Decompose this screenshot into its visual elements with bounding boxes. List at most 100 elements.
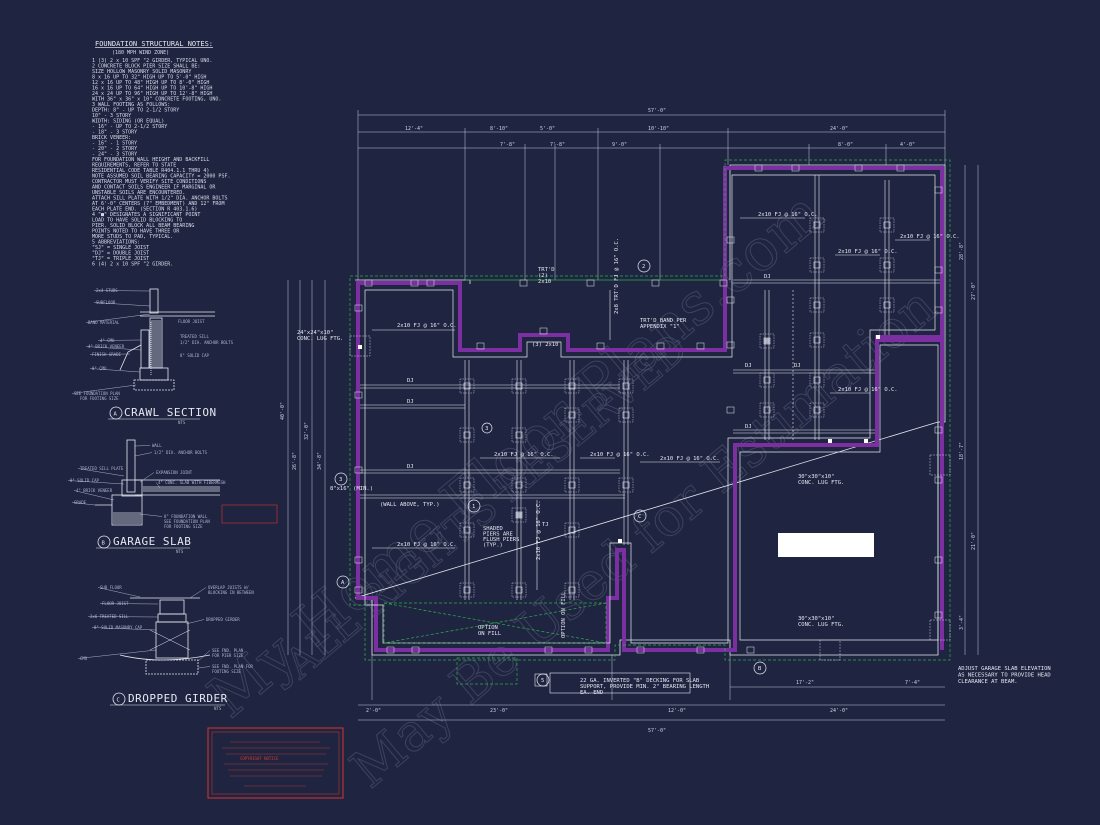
- pier-footing: [511, 507, 527, 523]
- wall-pier: [726, 341, 735, 349]
- pier-footing: [809, 297, 825, 313]
- section-marker: [633, 509, 647, 523]
- note-line: 10" - 3 STORY: [92, 113, 131, 119]
- wall-pier: [354, 304, 363, 312]
- floor-joist-label-7: 2x10 FJ @ 16" O.C.: [838, 249, 898, 255]
- note-line: 1 (3) 2 x 10 SPF "2 GIRDER, TYPICAL UNO.: [92, 58, 212, 64]
- right-dimension: 28'-8": [959, 242, 965, 260]
- left-dimension: 34'-8": [317, 452, 323, 470]
- dj-label-2: DJ: [407, 399, 414, 405]
- wall-pier: [726, 236, 735, 244]
- pier-marker-label: 3: [485, 426, 488, 432]
- floor-joist-label-9: 2x10 FJ @ 16" O.C.: [838, 387, 898, 393]
- pier: [463, 481, 471, 489]
- top-dimension: 24'-0": [830, 126, 848, 132]
- wall-pier: [636, 646, 645, 654]
- bottom-dimension: 12'-0": [668, 708, 686, 714]
- pier-footing: [564, 477, 580, 493]
- wall-pier: [696, 646, 705, 654]
- crawl-detail-label: FLOOR JOIST: [178, 319, 205, 324]
- pier: [813, 221, 821, 229]
- bottom-dimension: 57'-0": [648, 728, 666, 734]
- pier: [515, 586, 523, 594]
- point-load-marker: [864, 439, 868, 443]
- wall-pier: [651, 279, 660, 287]
- note-line: RESIDENTIAL CODE TABLE R404.1.1 THRU 4): [92, 168, 209, 174]
- dj-label-5: DJ: [745, 363, 752, 369]
- flush-pier: [764, 338, 770, 344]
- garage-detail-label: FOR FOOTING SIZE: [164, 524, 203, 529]
- girder-detail-label: FOOTING SIZE: [212, 669, 241, 674]
- floor-joist-label-5: 2x10 FJ @ 16" O.C.: [660, 456, 720, 462]
- green-outline: [349, 159, 951, 685]
- wall-pier: [354, 466, 363, 474]
- pier: [883, 261, 891, 269]
- floor-joist-label-6: 2x10 FJ @ 16" O.C.: [758, 212, 818, 218]
- lug-footing: [929, 619, 951, 641]
- note-line: - 20" - 2 STORY: [92, 146, 137, 152]
- dj-label-7: DJ: [745, 424, 752, 430]
- wall-pier: [364, 279, 373, 287]
- lug-footing: [819, 639, 841, 661]
- girder-detail-label: OVERLAP JOISTS W/: [208, 585, 250, 590]
- pier: [568, 526, 576, 534]
- section-marker-label: 2: [642, 264, 645, 270]
- note-line: REQUIREMENTS, REFER TO STATE: [92, 163, 176, 169]
- section-marker-label: B: [758, 666, 762, 672]
- note-line: 5 ABBREVIATIONS:: [92, 240, 140, 246]
- garage-detail-label: GRADE: [74, 500, 87, 505]
- bottom-dimension: 7'-4": [905, 680, 920, 686]
- floor-joist-label-8: 2x10 FJ @ 16" O.C.: [900, 234, 960, 240]
- wall-pier: [386, 646, 395, 654]
- pier-footing: [564, 522, 580, 538]
- note-line: 16 x 16 UP TO 64" HIGH UP TO 10'-8" HIGH: [92, 86, 212, 92]
- wall-pier: [726, 406, 735, 414]
- note-line: "DJ" = DOUBLE JOIST: [92, 251, 149, 257]
- pier-footing: [618, 378, 634, 394]
- crawl-detail-label: 8" CMU: [92, 366, 107, 371]
- note-line: WITH 36" x 36" x 10" CONCRETE FOOTING, U…: [92, 97, 221, 103]
- garage-slab-title: GARAGE SLAB: [113, 535, 191, 548]
- right-dimension: 21'-0": [971, 532, 977, 550]
- wall-pier: [934, 426, 943, 434]
- pier: [622, 481, 630, 489]
- pier-footing: [511, 582, 527, 598]
- pier: [622, 382, 630, 390]
- decking-note-box: [549, 672, 691, 694]
- note-line: 8 x 16 UP TO 32" HIGH UP TO 5'-0" HIGH: [92, 75, 206, 81]
- pier: [463, 586, 471, 594]
- pier-footing: [459, 522, 475, 538]
- garage-detail-label: TREATED SILL PLATE: [80, 466, 124, 471]
- pier: [515, 511, 523, 519]
- note-line: "SJ" = SINGLE JOIST: [92, 245, 149, 251]
- crawl-detail-label: 4" BRICK VENEER: [88, 344, 125, 349]
- pier-footing: [809, 332, 825, 348]
- section-marker: [334, 472, 348, 486]
- girder-detail-label: DROPPED GIRDER: [206, 617, 240, 622]
- wall-pier: [539, 327, 548, 335]
- left-dimension: 32'-0": [304, 422, 310, 440]
- pier-footing: [879, 297, 895, 313]
- top-dimension: 12'-4": [405, 126, 423, 132]
- garage-detail-label: 8" FOUNDATION WALL: [164, 514, 208, 519]
- pier: [515, 481, 523, 489]
- crawl-detail-label: 1/2" DIA. ANCHOR BOLTS: [180, 340, 234, 345]
- pier: [568, 411, 576, 419]
- section-marker-label: 3: [339, 477, 342, 483]
- structural-notes: FOUNDATION STRUCTURAL NOTES: (180 MPH WI…: [92, 40, 230, 268]
- crawl-detail-label: FINISH GRADE: [92, 352, 121, 357]
- dj-label-1: DJ: [407, 378, 414, 384]
- section-marker: [753, 661, 767, 675]
- option-vertical-label: OPTION ON FILL: [561, 591, 567, 638]
- tj-label: TJ: [542, 522, 549, 528]
- lug-footing: [929, 454, 951, 476]
- pier-footing: [511, 378, 527, 394]
- wall-pier: [934, 186, 943, 194]
- top-dimension: 10'-10": [648, 126, 669, 132]
- garage-slab-scale: NTS: [176, 549, 184, 554]
- girder-detail-label: CMU: [80, 656, 88, 661]
- top-dimension: 8'-10": [490, 126, 508, 132]
- pier: [813, 301, 821, 309]
